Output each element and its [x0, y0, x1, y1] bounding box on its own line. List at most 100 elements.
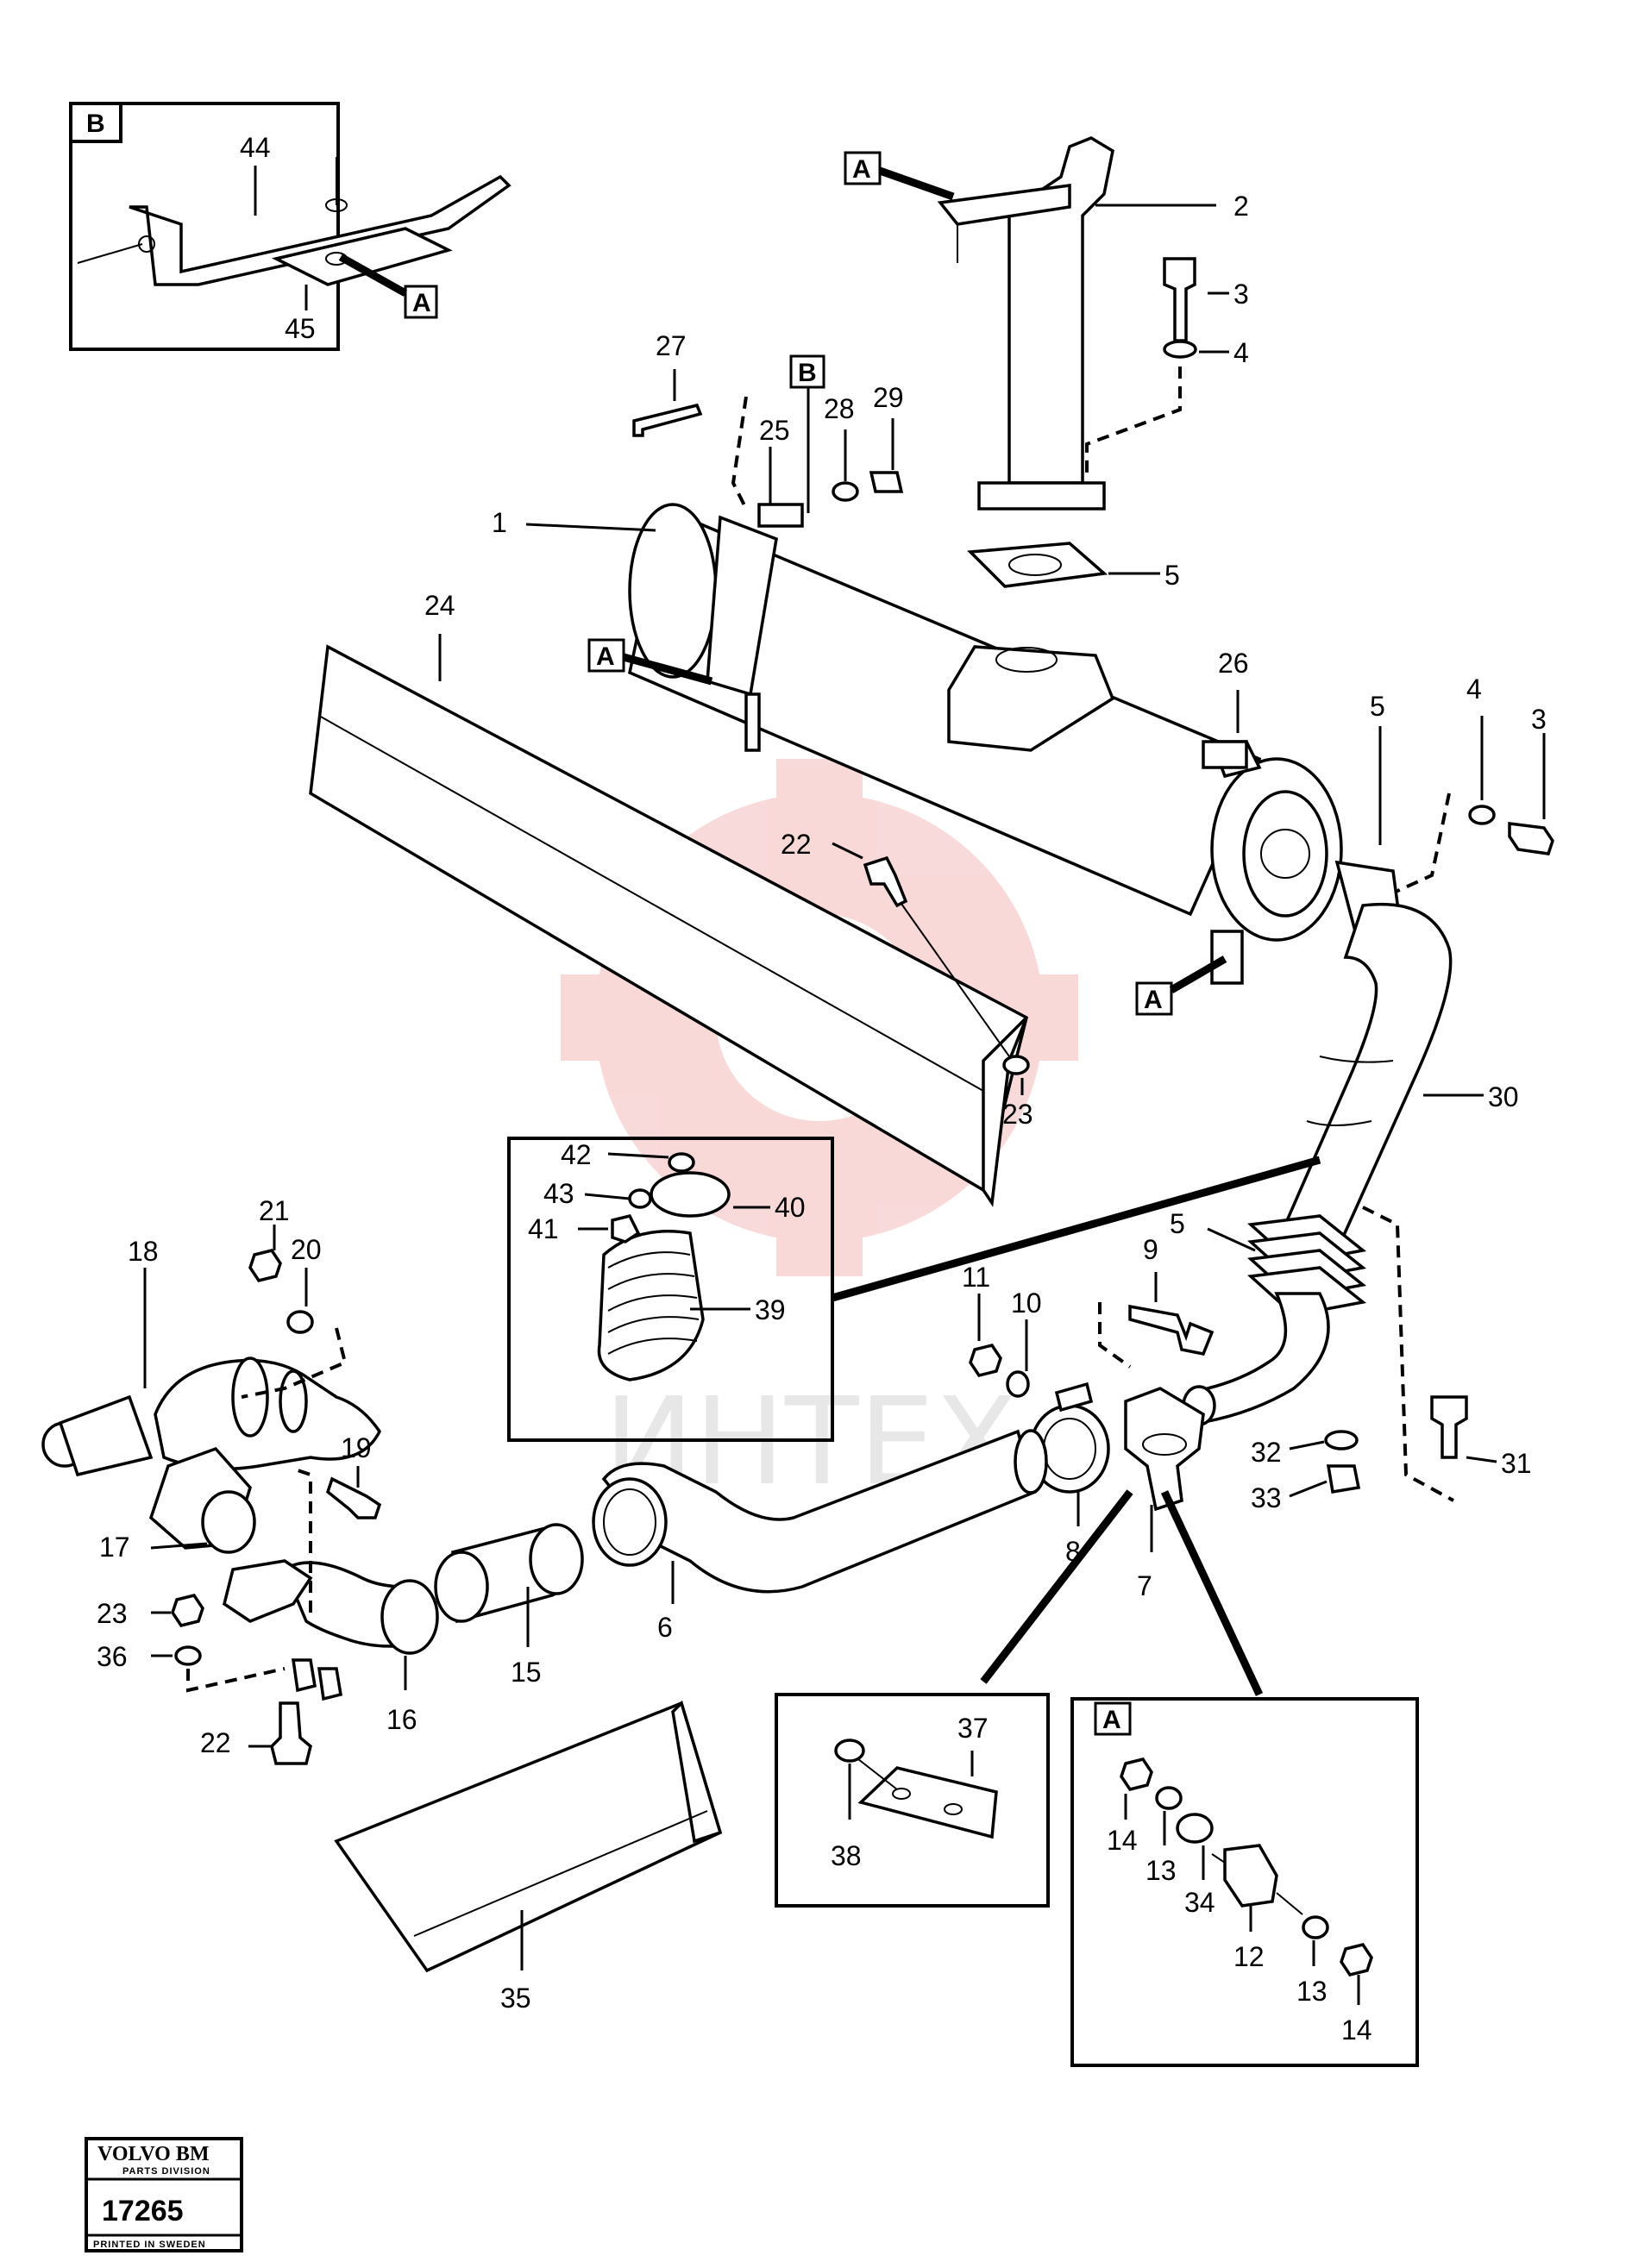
label-26: 26	[1218, 648, 1249, 679]
inset-plate-37: 37 38	[775, 1693, 1050, 1908]
label-25: 25	[759, 415, 790, 446]
inset-a-label-13-bottom: 13	[1296, 1976, 1328, 2007]
bend-pipe	[1182, 1292, 1330, 1426]
label-5-lower: 5	[1170, 1208, 1185, 1239]
callout-a-left: A	[596, 642, 615, 671]
label-22-top: 22	[781, 829, 812, 860]
label-3-right: 3	[1531, 704, 1547, 735]
label-9: 9	[1143, 1234, 1158, 1265]
exhaust-pipe-30: 30	[1283, 860, 1519, 1253]
label-10: 10	[1011, 1287, 1042, 1319]
gasket-5-top: 5	[967, 542, 1180, 591]
label-31: 31	[1501, 1448, 1532, 1479]
label-36: 36	[97, 1641, 128, 1672]
label-23-top: 23	[1002, 1099, 1033, 1130]
label-40: 40	[775, 1192, 806, 1223]
bolt-22-shield: 22 23	[781, 829, 1033, 1130]
label-32: 32	[1251, 1437, 1282, 1468]
label-27: 27	[656, 330, 687, 361]
flange-17: 17	[99, 1446, 313, 1623]
bracket-44	[129, 174, 512, 286]
label-21: 21	[259, 1195, 290, 1226]
label-16: 16	[386, 1704, 417, 1735]
label-2: 2	[1233, 191, 1249, 222]
label-1: 1	[492, 507, 507, 538]
label-4: 4	[1233, 337, 1249, 368]
inset-a-label-14-top: 14	[1107, 1825, 1138, 1856]
nut-11-washer-10: 11 10	[962, 1262, 1042, 1398]
logo-title: VOLVO BM	[97, 2143, 210, 2165]
inset-a-label-13-top: 13	[1146, 1855, 1177, 1886]
clamp-group-25: 27 25 B 28 29	[632, 330, 904, 513]
heat-shield-24: 24	[309, 590, 1029, 1207]
callout-a-muffler-right: A	[1135, 955, 1227, 1016]
label-35: 35	[500, 1983, 531, 2014]
tailpipe-2: A 2	[844, 136, 1249, 511]
label-45: 45	[285, 313, 316, 344]
clamp-26: 26	[1202, 648, 1249, 769]
label-41: 41	[528, 1213, 559, 1244]
nut-21-washer-20: 21 20	[241, 1195, 348, 1399]
label-4-right: 4	[1466, 674, 1482, 705]
inset-a-tag: A	[1102, 1706, 1121, 1734]
label-3: 3	[1233, 279, 1249, 310]
callout-b: B	[798, 359, 817, 387]
inset-a-label-12: 12	[1233, 1941, 1265, 1972]
inset-plate-frame	[775, 1693, 1050, 1908]
label-38: 38	[831, 1840, 862, 1871]
logo-subtitle: PARTS DIVISION	[122, 2166, 210, 2177]
inset-a-frame	[1070, 1697, 1419, 2067]
inset-hose-frame	[507, 1137, 834, 1442]
pipe-6: 6	[592, 1429, 1048, 1643]
inset-b-tag: B	[86, 110, 105, 138]
label-43: 43	[543, 1178, 574, 1209]
fasteners-lower-left: 23 36 22	[97, 1594, 312, 1765]
elbow-16: 16	[282, 1469, 439, 1735]
label-15: 15	[511, 1657, 542, 1688]
bolt-9: 9	[1098, 1234, 1215, 1369]
inset-hose: 42 43 41 40 39	[507, 1137, 1321, 1442]
volvo-bm-logo: VOLVO BM PARTS DIVISION 17265 PRINTED IN…	[85, 2137, 243, 2252]
callout-a-top-box	[844, 151, 882, 185]
clamp-8: 8	[1029, 1381, 1110, 1567]
label-37: 37	[957, 1713, 989, 1744]
label-22-lower: 22	[200, 1727, 231, 1758]
inset-a-label-14-bottom: 14	[1341, 2014, 1372, 2046]
label-30: 30	[1488, 1081, 1519, 1112]
bracket-plate-45	[271, 227, 453, 286]
label-29: 29	[873, 382, 904, 413]
callout-a-top: A	[852, 155, 871, 184]
bracket-7: 7	[980, 1387, 1264, 1696]
heat-shield-35: 35	[334, 1700, 723, 2014]
inset-a-label-34: 34	[1184, 1887, 1215, 1918]
label-5-right: 5	[1370, 691, 1385, 722]
label-6: 6	[657, 1612, 673, 1643]
bolt-19: 19	[325, 1432, 382, 1519]
muffler-1: 1	[492, 503, 1343, 985]
label-11: 11	[962, 1262, 990, 1293]
label-19: 19	[341, 1432, 372, 1463]
callout-a-muffler-left: A	[587, 638, 713, 686]
inset-b-tag-a: A	[412, 289, 431, 317]
label-23-lower: 23	[97, 1598, 128, 1629]
inset-b: B 44 45 A	[69, 102, 512, 351]
label-44: 44	[240, 132, 271, 163]
callout-a-right: A	[1144, 986, 1163, 1014]
inset-a-tag-box	[1094, 1701, 1132, 1736]
bolt-3-right: 4 3 5	[1370, 674, 1554, 899]
bolt-31-nut-33: 31 32 33	[1251, 1395, 1532, 1513]
turbo-18: 18	[41, 1236, 382, 1477]
label-18: 18	[128, 1236, 159, 1267]
label-20: 20	[291, 1234, 322, 1265]
inset-b-tag-box	[69, 102, 122, 143]
inset-a: A 14 13 34 12 13 14	[1070, 1697, 1419, 2067]
gasket-5-lower: 5	[1170, 1206, 1454, 1502]
logo-footer: PRINTED IN SWEDEN	[93, 2240, 206, 2250]
inset-b-frame	[69, 102, 340, 351]
bolt-3-upper: 3 4	[1085, 257, 1249, 474]
label-28: 28	[824, 393, 855, 424]
label-17: 17	[99, 1532, 130, 1563]
label-7: 7	[1137, 1570, 1152, 1601]
label-39: 39	[755, 1294, 786, 1325]
label-42: 42	[561, 1139, 592, 1170]
